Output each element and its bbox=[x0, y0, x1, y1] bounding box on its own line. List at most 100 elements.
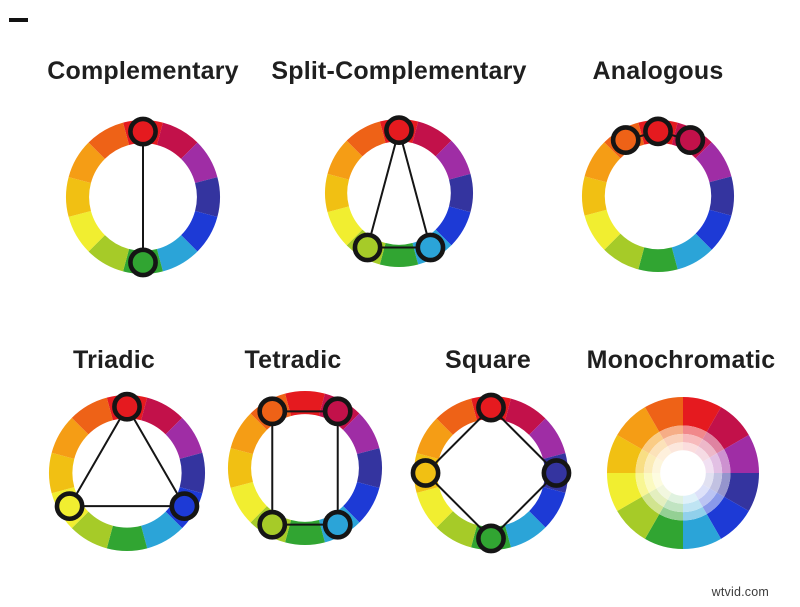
scheme-dot-amber bbox=[410, 458, 441, 488]
wheel-segment-amber bbox=[227, 448, 253, 488]
scheme-dot-yellow-green bbox=[352, 232, 383, 263]
mono-segment-indigo-band1 bbox=[716, 473, 731, 497]
wheel-segment-indigo bbox=[709, 176, 734, 216]
scheme-connector bbox=[67, 404, 187, 508]
mono-segment-magenta-band0 bbox=[724, 435, 759, 473]
wheel-segment-amber bbox=[65, 177, 91, 217]
wheel-segment-amber bbox=[582, 176, 607, 216]
scheme-title-monochromatic: Monochromatic bbox=[586, 346, 776, 374]
mono-segment-yellow-band2 bbox=[643, 473, 657, 493]
wheel-segment-green bbox=[379, 243, 419, 268]
wheel-segment-magenta bbox=[529, 418, 566, 460]
scheme-dot-red bbox=[384, 115, 414, 146]
mono-segment-indigo-band0 bbox=[724, 473, 759, 511]
wheel-segment-yellow-green bbox=[71, 511, 113, 549]
wheel-segment-orange-red bbox=[71, 397, 113, 435]
mono-white-core bbox=[660, 450, 706, 496]
mono-segment-red-band2 bbox=[683, 433, 703, 447]
mono-segment-orange-red-band0 bbox=[645, 397, 683, 432]
mono-segment-green-band2 bbox=[663, 499, 683, 513]
wheel-segment-orange bbox=[51, 417, 89, 459]
wheel-segment-yellow bbox=[230, 481, 267, 523]
wheel-segment-yellow-green bbox=[436, 511, 478, 548]
wheel-segment-indigo bbox=[449, 173, 474, 213]
scheme-dot-crimson bbox=[675, 125, 706, 155]
mono-segment-amber-band1 bbox=[635, 449, 650, 473]
watermark-text: wtvid.com bbox=[711, 585, 769, 599]
scheme-title-split-complementary: Split-Complementary bbox=[271, 57, 527, 85]
mono-segment-yellow-band0 bbox=[607, 473, 642, 511]
wheel-segment-magenta bbox=[695, 142, 732, 183]
wheel-segment-green bbox=[638, 247, 678, 272]
wheel-segment-orange-red bbox=[88, 122, 130, 159]
mono-segment-green-band0 bbox=[645, 514, 683, 549]
wheel-segment-orange-red bbox=[346, 121, 386, 157]
wheel-segment-crimson bbox=[504, 398, 546, 435]
wheel-segment-green bbox=[106, 525, 148, 551]
wheel-segment-amber bbox=[324, 173, 349, 213]
scheme-connector bbox=[366, 126, 432, 249]
scheme-connector bbox=[271, 410, 339, 526]
scan-artifact-dash bbox=[9, 18, 28, 22]
wheel-segment-magenta bbox=[435, 140, 471, 180]
scheme-dot-red bbox=[476, 392, 506, 423]
wheel-segment-yellow bbox=[584, 209, 621, 250]
scheme-dot-green bbox=[128, 247, 158, 278]
mono-segment-crimson-band0 bbox=[706, 407, 749, 450]
wheel-segment-blue bbox=[695, 209, 732, 250]
mono-segment-red-band0 bbox=[683, 397, 721, 432]
mono-segment-blue-band2 bbox=[698, 488, 717, 507]
mono-segment-blue-band3 bbox=[694, 484, 710, 500]
scheme-dot-yellow bbox=[54, 491, 85, 522]
scheme-title-square: Square bbox=[445, 346, 531, 374]
scheme-dot-red bbox=[128, 116, 158, 147]
wheel-segment-yellow bbox=[416, 486, 453, 528]
color-wheel-triadic-icon bbox=[49, 391, 205, 551]
mono-segment-orange-band2 bbox=[649, 439, 668, 458]
mono-segment-amber-band2 bbox=[643, 453, 657, 473]
wheel-segment-orange bbox=[230, 413, 267, 455]
color-wheel-square-icon bbox=[410, 392, 572, 554]
wheel-segment-indigo bbox=[195, 177, 221, 217]
scheme-dot-cyan bbox=[322, 509, 353, 540]
mono-segment-yellow-green-band0 bbox=[617, 496, 660, 539]
mono-segment-crimson-band3 bbox=[694, 446, 710, 462]
wheel-segment-orange bbox=[416, 418, 453, 460]
color-wheel-complementary-icon bbox=[65, 116, 221, 278]
wheel-segment-crimson bbox=[156, 122, 198, 159]
wheel-segment-blue bbox=[529, 486, 566, 528]
mono-segment-cyan-band0 bbox=[683, 514, 721, 549]
color-wheel-split-complementary-icon bbox=[324, 115, 474, 268]
color-wheel-analogous-icon bbox=[582, 116, 734, 272]
wheel-segment-blue bbox=[435, 206, 471, 246]
scheme-title-complementary: Complementary bbox=[47, 57, 239, 85]
mono-segment-magenta-band2 bbox=[709, 453, 723, 473]
mono-segment-yellow-green-band3 bbox=[656, 484, 672, 500]
mono-segment-orange-band1 bbox=[641, 431, 664, 454]
scheme-title-tetradic: Tetradic bbox=[244, 346, 342, 374]
wheel-segment-yellow-green bbox=[88, 235, 130, 272]
mono-segment-indigo-band2 bbox=[709, 473, 723, 493]
wheel-segment-cyan bbox=[504, 511, 546, 548]
wheel-segment-cyan bbox=[156, 235, 198, 272]
wheel-segment-yellow-green bbox=[604, 233, 645, 270]
mono-segment-orange-red-band1 bbox=[659, 425, 683, 440]
mono-segment-yellow-green-band2 bbox=[649, 488, 668, 507]
wheel-segment-blue bbox=[181, 210, 218, 252]
mono-segment-green-band1 bbox=[659, 506, 683, 521]
wheel-segment-crimson bbox=[412, 121, 452, 157]
mono-segment-crimson-band2 bbox=[698, 439, 717, 458]
wheel-segment-cyan bbox=[141, 511, 183, 549]
wheel-segment-orange-red bbox=[436, 398, 478, 435]
scheme-dot-indigo bbox=[541, 458, 572, 488]
mono-segment-cyan-band2 bbox=[683, 499, 703, 513]
mono-segment-orange-red-band2 bbox=[663, 433, 683, 447]
wheel-segment-magenta bbox=[181, 142, 218, 184]
wheel-segment-yellow bbox=[68, 210, 105, 252]
scheme-title-analogous: Analogous bbox=[592, 57, 724, 85]
mono-segment-cyan-band1 bbox=[683, 506, 707, 521]
color-wheel-monochromatic-icon bbox=[607, 397, 759, 549]
scheme-dot-orange-red bbox=[257, 396, 288, 427]
scheme-dot-crimson bbox=[322, 396, 353, 427]
wheel-segment-magenta bbox=[343, 413, 380, 455]
